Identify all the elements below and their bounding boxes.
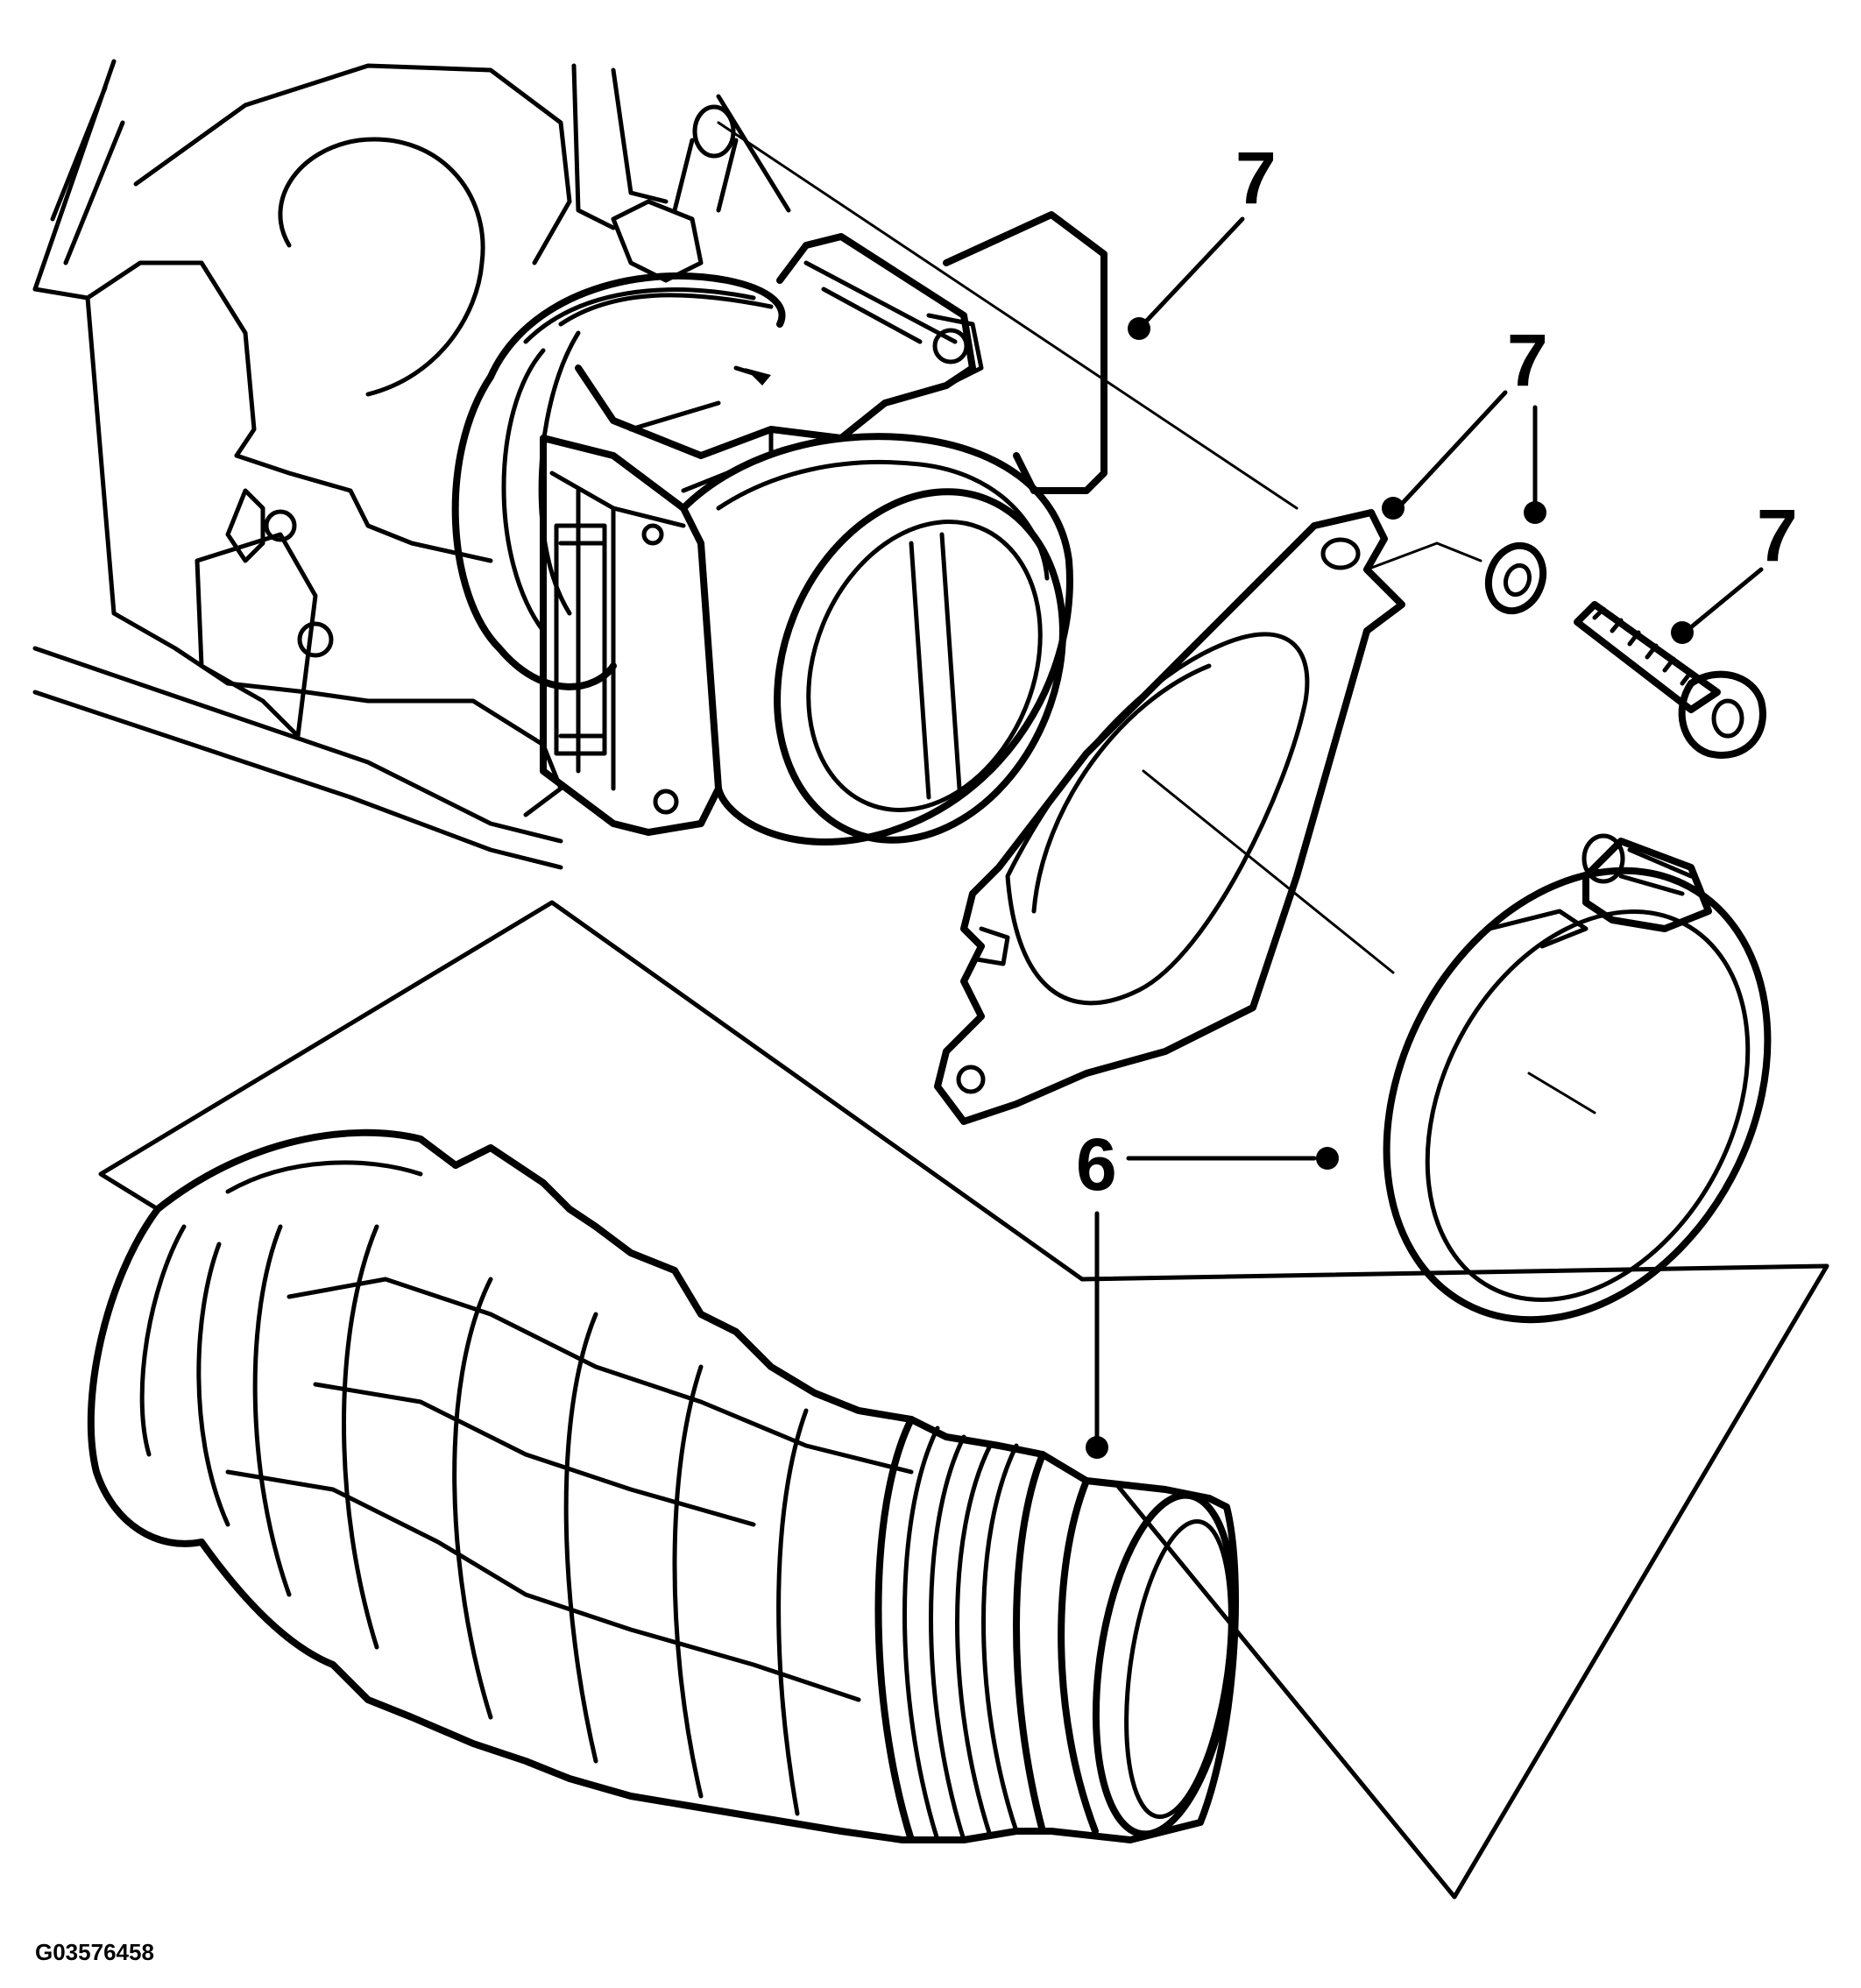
bolt: [1574, 601, 1766, 759]
svg-text:7: 7: [1507, 319, 1548, 401]
callout-6-clamp: 6: [1076, 1123, 1339, 1206]
air-cleaner-housing: [32, 59, 791, 870]
group-frame: [98, 900, 1829, 1900]
callout-7-washer: [1524, 405, 1546, 524]
svg-text:7: 7: [1757, 494, 1798, 577]
gasket: [934, 509, 1405, 1125]
callout-6-hose: [1086, 1211, 1108, 1459]
figure-id: G03576458: [35, 1939, 154, 1965]
washer: [1484, 541, 1547, 615]
hose-clamp: [1383, 833, 1772, 1324]
callout-7-bolt: 7: [1671, 494, 1798, 644]
callout-7-maf-flange: 7: [1128, 137, 1277, 340]
mass-air-flow-sensor: [451, 211, 1107, 845]
alignment-lines: [717, 121, 1596, 1114]
callouts: 7 7 7 6: [1076, 137, 1798, 1459]
callout-7-gasket: 7: [1382, 319, 1548, 520]
svg-text:6: 6: [1076, 1123, 1117, 1206]
svg-text:7: 7: [1235, 137, 1277, 219]
air-intake-hose: [87, 1128, 1239, 1843]
